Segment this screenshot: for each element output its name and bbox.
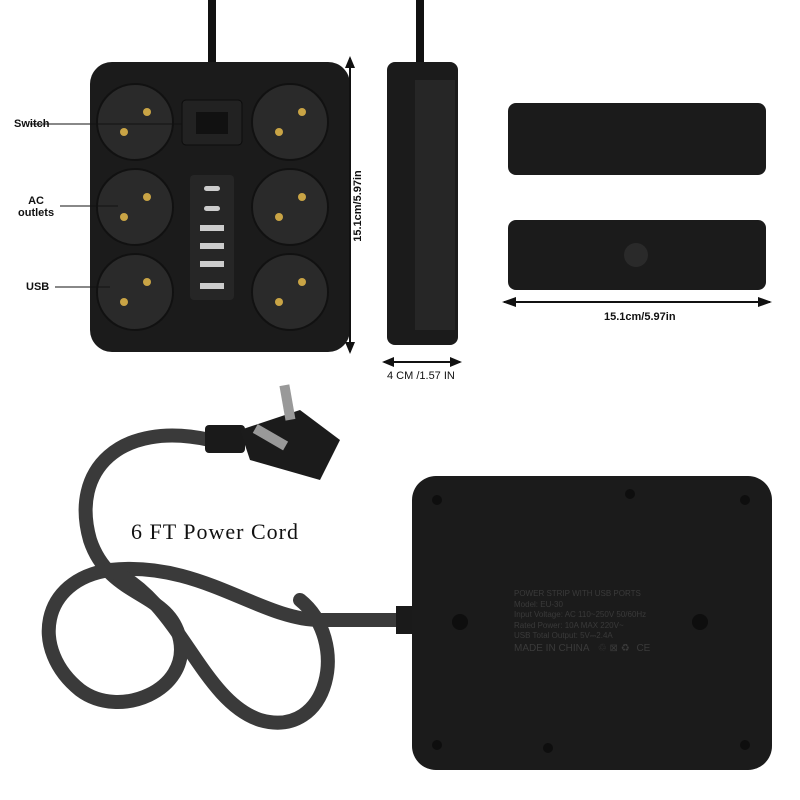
ac-outlets <box>96 83 329 331</box>
ce-mark: CE <box>636 642 651 654</box>
nameplate-line: Model: EU-30 <box>514 599 563 609</box>
depth-dimension: 4 CM /1.57 IN <box>387 370 455 382</box>
power-cord <box>41 428 417 730</box>
usb-panel <box>190 175 234 300</box>
recycle-icon: ♲ ⊠ ♻ <box>597 642 630 654</box>
cord-length-label: 6 FT Power Cord <box>131 519 299 544</box>
usb-label: USB <box>26 281 50 293</box>
back-view <box>412 476 772 770</box>
ac-outlets-label: AC outlets <box>18 195 55 219</box>
side-view <box>387 62 458 345</box>
nameplate-line: Rated Power: 10A MAX 220V~ <box>514 620 624 630</box>
top-views <box>508 103 766 290</box>
nameplate-line: USB Total Output: 5V⎓2.4A <box>514 631 613 640</box>
switch-label: Switch <box>14 118 50 130</box>
front-view <box>30 62 350 352</box>
nameplate: POWER STRIP WITH USB PORTS Model: EU-30 … <box>514 589 650 654</box>
nameplate-line: Input Voltage: AC 110~250V 50/60Hz <box>514 610 647 619</box>
width-dimension: 15.1cm/5.97in <box>604 311 676 323</box>
height-dimension: 15.1cm/5.97in <box>352 170 364 242</box>
nameplate-line: POWER STRIP WITH USB PORTS <box>514 589 641 598</box>
made-in-label: MADE IN CHINA <box>514 642 590 654</box>
plug <box>205 384 340 480</box>
